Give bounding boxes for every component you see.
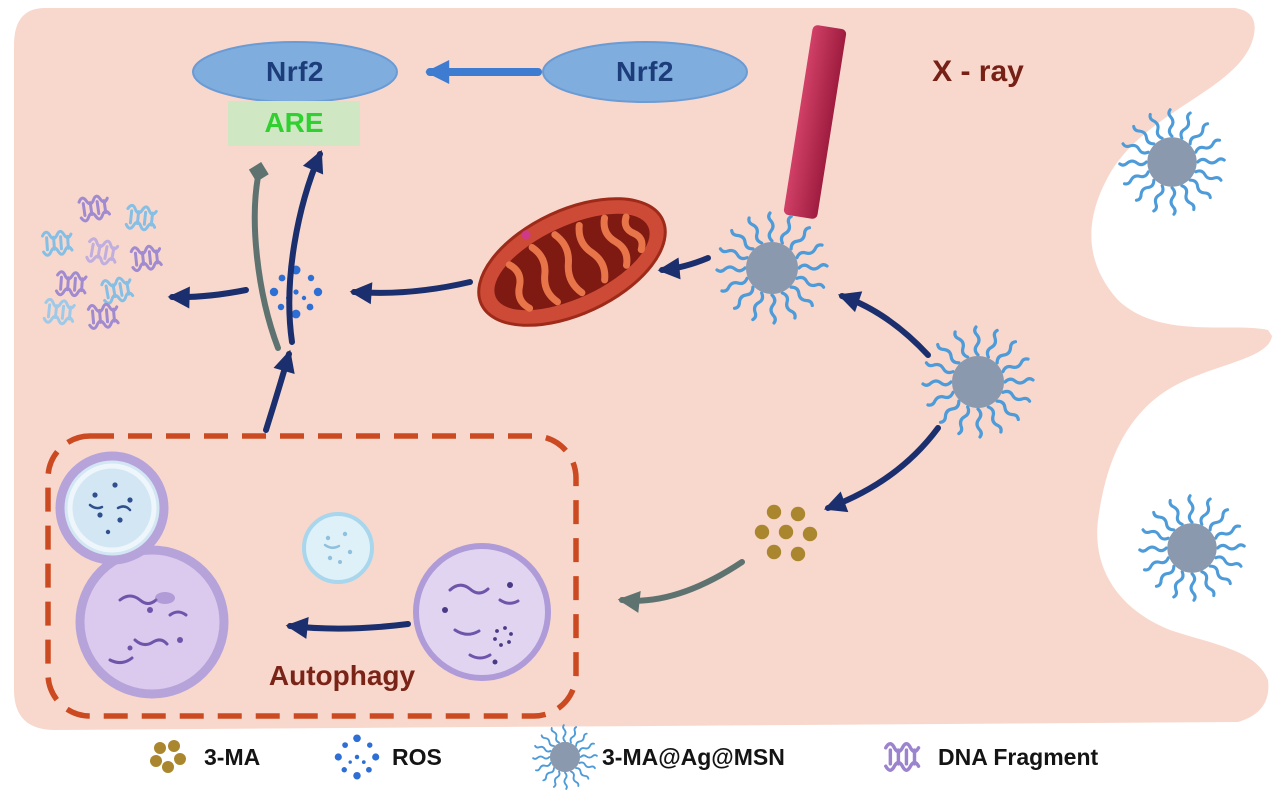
legend-ros-label: ROS — [392, 744, 442, 770]
mitochondria-illustration — [477, 197, 667, 327]
pathway-arrows — [167, 60, 941, 639]
nrf2-nucleus-label: Nrf2 — [265, 56, 324, 87]
nrf2-cytoplasm-ellipse — [542, 41, 748, 103]
xray-label: X - ray — [932, 55, 1024, 88]
legend-nanoparticle-icon — [532, 724, 598, 790]
autophagy-illustration — [55, 451, 551, 699]
legend-dna-label: DNA Fragment — [938, 744, 1099, 770]
xray-beam — [783, 25, 847, 219]
nrf2-cytoplasm-label: Nrf2 — [615, 56, 674, 87]
are-box — [228, 101, 360, 146]
legend-nanoparticle-label: 3-MA@Ag@MSN — [602, 744, 785, 770]
legend-ros-icon — [334, 734, 380, 780]
three-ma-cluster — [754, 504, 818, 562]
are-label: ARE — [264, 107, 324, 138]
autophagy-dashed-box — [45, 433, 579, 719]
legend-3ma-icon — [150, 740, 186, 773]
autophagy-label: Autophagy — [268, 660, 416, 691]
legend-3ma-label: 3-MA — [204, 744, 261, 770]
legend-dna-icon — [884, 742, 921, 772]
